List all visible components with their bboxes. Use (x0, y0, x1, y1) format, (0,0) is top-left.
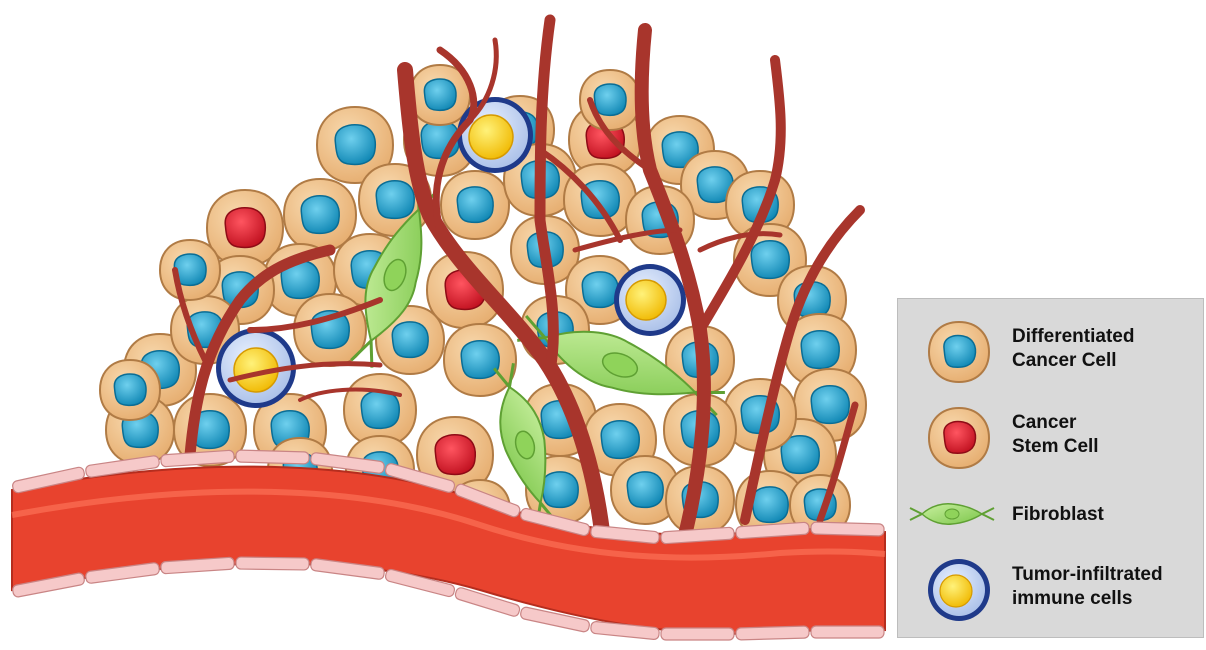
legend-item-differentiated-cancer-cell: Differentiated Cancer Cell (898, 313, 1205, 393)
differentiated-cancer-cell (441, 171, 509, 239)
legend-label-line2: Cancer Cell (1012, 349, 1134, 373)
immune-cell (457, 97, 533, 173)
differentiated-cancer-cell (100, 360, 160, 420)
legend-item-cancer-stem-cell: Cancer Stem Cell (898, 399, 1205, 479)
legend-label-line1: Differentiated (1012, 325, 1134, 349)
endothelial-cell (236, 557, 309, 570)
immune-cell (614, 264, 686, 336)
fibroblast-icon (908, 499, 996, 529)
differentiated-cancer-cell (160, 240, 220, 300)
endothelial-cell (736, 626, 809, 640)
legend-panel: Differentiated Cancer Cell Cancer Stem C… (897, 298, 1204, 638)
differentiated-cancer-cell (284, 179, 356, 251)
legend-label-line2: Stem Cell (1012, 435, 1099, 459)
cancer-stem-cell-icon (924, 403, 994, 473)
endothelial-cell (236, 450, 309, 464)
legend-label-line1: Fibroblast (1012, 503, 1104, 527)
differentiated-cancer-cell (444, 324, 516, 396)
legend-label-line1: Tumor-infiltrated (1012, 563, 1163, 587)
differentiated-cancer-cell-icon (924, 317, 994, 387)
legend-item-immune-cells: Tumor-infiltrated immune cells (898, 551, 1205, 631)
legend-label-line1: Cancer (1012, 411, 1099, 435)
immune-cell-icon (924, 555, 994, 625)
legend-item-fibroblast: Fibroblast (898, 495, 1205, 535)
cancer-stem-cell (207, 190, 283, 266)
endothelial-cell (811, 522, 884, 536)
legend-label-line2: immune cells (1012, 587, 1163, 611)
endothelial-cell (661, 628, 734, 640)
endothelial-cell (811, 626, 884, 638)
